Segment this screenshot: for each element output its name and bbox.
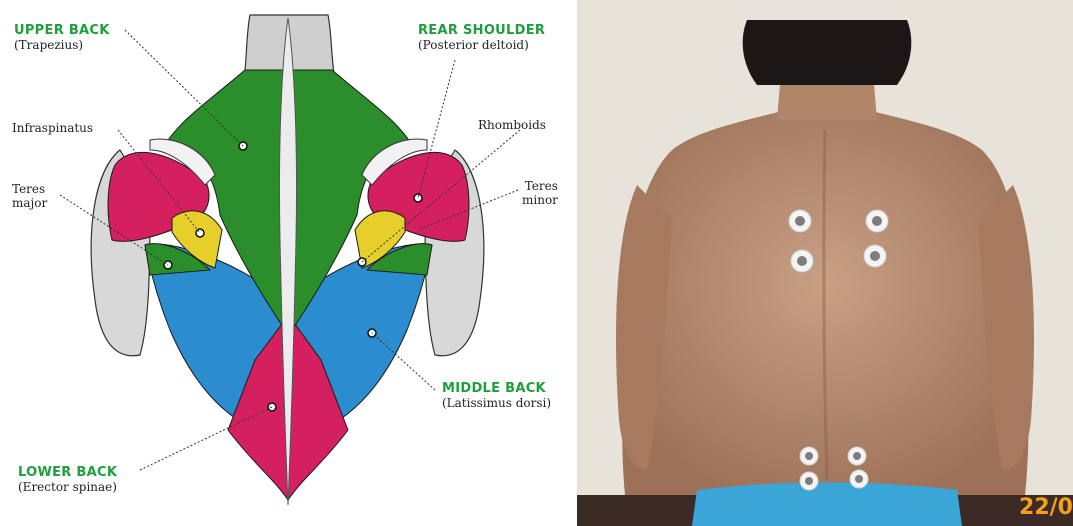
label-teres-major-line2: major <box>12 197 47 211</box>
label-middle-back: MIDDLE BACK (Latissimus dorsi) <box>442 382 551 411</box>
label-lower-back: LOWER BACK (Erector spinae) <box>18 466 117 495</box>
electrode <box>850 470 868 488</box>
electrode <box>864 245 886 267</box>
marker-dot <box>268 403 276 411</box>
shorts <box>692 483 962 526</box>
label-upper-back-title: UPPER BACK <box>14 24 110 39</box>
electrode <box>800 447 818 465</box>
label-upper-back-sub: (Trapezius) <box>14 39 110 53</box>
label-lower-back-sub: (Erector spinae) <box>18 481 117 495</box>
label-infraspinatus: Infraspinatus <box>12 122 93 136</box>
electrode-photo-panel: 22/0 <box>577 0 1073 526</box>
label-middle-back-title: MIDDLE BACK <box>442 382 551 397</box>
label-teres-minor-line2: minor <box>522 194 558 208</box>
electrode <box>848 447 866 465</box>
electrode <box>866 210 888 232</box>
label-rear-shoulder-title: REAR SHOULDER <box>418 24 545 39</box>
label-rear-shoulder-sub: (Posterior deltoid) <box>418 39 545 53</box>
date-stamp: 22/0 <box>1019 495 1073 520</box>
label-teres-minor-line1: Teres <box>522 180 558 194</box>
label-teres-major: Teres major <box>12 183 47 211</box>
label-upper-back: UPPER BACK (Trapezius) <box>14 24 110 53</box>
electrode <box>789 210 811 232</box>
back-photo <box>577 0 1073 526</box>
label-rear-shoulder: REAR SHOULDER (Posterior deltoid) <box>418 24 545 53</box>
electrode <box>800 472 818 490</box>
label-rhomboids: Rhomboids <box>478 119 546 133</box>
muscle-diagram-panel: UPPER BACK (Trapezius) REAR SHOULDER (Po… <box>0 0 577 526</box>
label-middle-back-sub: (Latissimus dorsi) <box>442 397 551 411</box>
electrode <box>791 250 813 272</box>
marker-dot <box>196 229 204 237</box>
label-teres-minor: Teres minor <box>522 180 558 208</box>
label-teres-major-line1: Teres <box>12 183 47 197</box>
marker-dot <box>414 194 422 202</box>
hair <box>743 20 912 85</box>
label-lower-back-title: LOWER BACK <box>18 466 117 481</box>
back-muscles-illustration <box>0 0 577 526</box>
